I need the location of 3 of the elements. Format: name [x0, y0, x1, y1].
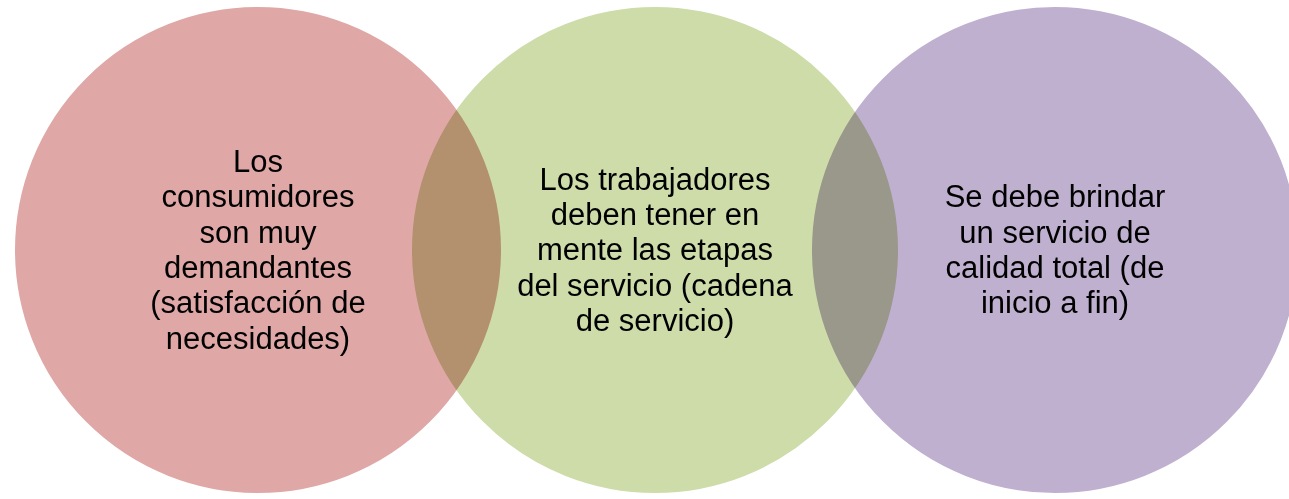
circle-text: Los consumidores son muy demandantes (satisfacción de necesidades): [149, 144, 367, 356]
circle-text: Los trabajadores deben tener en mente las etapas del servicio (cadena de servicio): [516, 161, 794, 339]
circle-text: Se debe brindar un servicio de calidad total (de inicio a fin): [943, 179, 1167, 321]
